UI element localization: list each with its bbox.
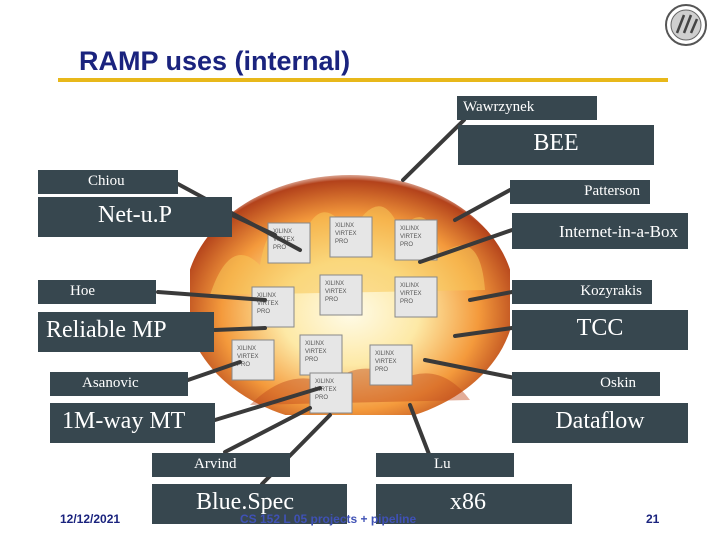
svg-text:XILINX: XILINX — [273, 229, 292, 235]
project-label-internet-in-a-box: Internet-in-a-Box — [512, 213, 688, 249]
fpga-chip-icon: XILINX VIRTEX PRO — [251, 286, 295, 328]
fpga-chip-icon: XILINX VIRTEX PRO — [394, 219, 438, 261]
project-label-net-up: Net-u.P — [38, 197, 232, 237]
svg-text:XILINX: XILINX — [315, 379, 334, 385]
svg-text:VIRTEX: VIRTEX — [315, 387, 337, 393]
footer-page-number: 21 — [646, 512, 660, 526]
svg-text:XILINX: XILINX — [237, 346, 256, 352]
person-label-lu: Lu — [376, 453, 514, 477]
svg-text:XILINX: XILINX — [375, 351, 394, 357]
person-label-kozyrakis: Kozyrakis — [512, 280, 652, 304]
svg-text:VIRTEX: VIRTEX — [325, 289, 347, 295]
university-seal-icon — [665, 4, 707, 46]
fpga-chip-icon: XILINX VIRTEX PRO — [319, 274, 363, 316]
svg-text:XILINX: XILINX — [305, 341, 324, 347]
svg-text:XILINX: XILINX — [257, 293, 276, 299]
svg-text:PRO: PRO — [273, 245, 286, 251]
project-label-1m-way-mt: 1M-way MT — [50, 403, 215, 443]
person-label-wawrzynek: Wawrzynek — [457, 96, 597, 120]
project-label-bee: BEE — [458, 125, 654, 165]
svg-text:PRO: PRO — [335, 239, 348, 245]
svg-text:VIRTEX: VIRTEX — [237, 354, 259, 360]
person-label-chiou: Chiou — [38, 170, 178, 194]
fpga-chip-icon: XILINX VIRTEX PRO — [309, 372, 353, 414]
project-label-x86: x86 — [376, 484, 572, 524]
svg-text:VIRTEX: VIRTEX — [335, 231, 357, 237]
person-label-hoe: Hoe — [38, 280, 156, 304]
fpga-chip-icon: XILINX VIRTEX PRO — [299, 334, 343, 376]
footer-date: 12/12/2021 — [60, 512, 121, 526]
project-label-bluespec: Blue.Spec — [152, 484, 347, 524]
footer-course: CS 152 L 05 projects + pipeline — [240, 512, 417, 526]
project-label-tcc: TCC — [512, 310, 688, 350]
svg-text:XILINX: XILINX — [400, 226, 419, 232]
svg-text:XILINX: XILINX — [400, 283, 419, 289]
svg-text:PRO: PRO — [257, 309, 270, 315]
svg-text:XILINX: XILINX — [335, 223, 354, 229]
title-underline — [58, 78, 668, 82]
svg-text:VIRTEX: VIRTEX — [375, 359, 397, 365]
project-label-dataflow: Dataflow — [512, 403, 688, 443]
fpga-chip-icon: XILINX VIRTEX PRO — [231, 339, 275, 381]
svg-text:VIRTEX: VIRTEX — [400, 291, 422, 297]
svg-text:PRO: PRO — [400, 299, 413, 305]
slide-title: RAMP uses (internal) — [79, 46, 351, 76]
fpga-chip-icon: XILINX VIRTEX PRO — [369, 344, 413, 386]
person-label-arvind: Arvind — [152, 453, 290, 477]
svg-text:PRO: PRO — [315, 395, 328, 401]
person-label-oskin: Oskin — [512, 372, 660, 396]
fpga-chip-icon: XILINX VIRTEX PRO — [329, 216, 373, 258]
fpga-chip-icon: XILINX VIRTEX PRO — [394, 276, 438, 318]
svg-text:VIRTEX: VIRTEX — [400, 234, 422, 240]
svg-text:XILINX: XILINX — [325, 281, 344, 287]
svg-text:VIRTEX: VIRTEX — [257, 301, 279, 307]
svg-text:PRO: PRO — [375, 367, 388, 373]
svg-text:VIRTEX: VIRTEX — [305, 349, 327, 355]
svg-text:PRO: PRO — [400, 242, 413, 248]
project-label-reliable-mp: Reliable MP — [38, 312, 214, 352]
person-label-patterson: Patterson — [510, 180, 650, 204]
svg-text:PRO: PRO — [305, 357, 318, 363]
svg-text:PRO: PRO — [325, 297, 338, 303]
svg-text:PRO: PRO — [237, 362, 250, 368]
person-label-asanovic: Asanovic — [50, 372, 188, 396]
